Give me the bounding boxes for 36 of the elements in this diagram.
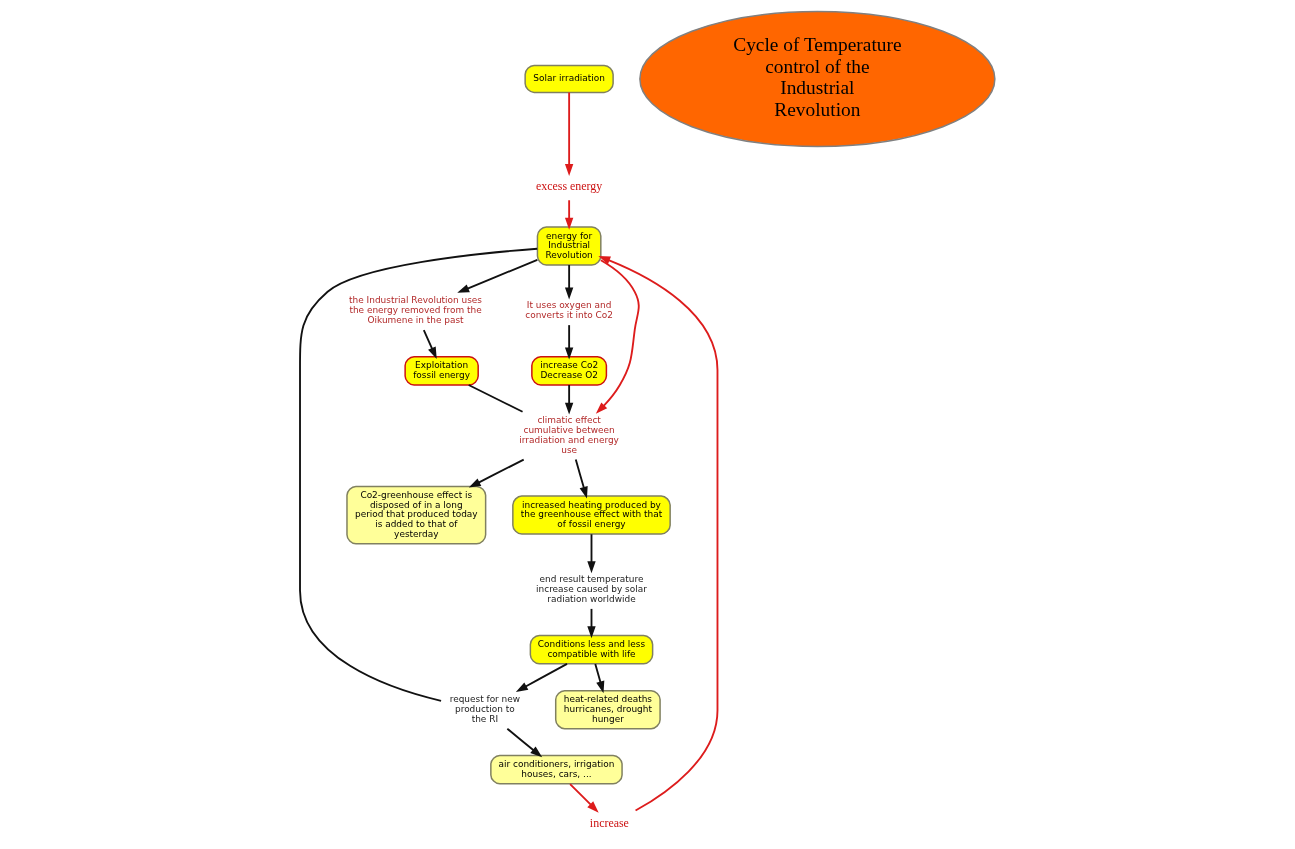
arrow: [574, 458, 588, 499]
arrow: [587, 607, 596, 639]
node-text: climatic effect cumulative between irradiation and energy use: [519, 415, 619, 455]
node-box: heat-related deaths hurricanes, drought hunger: [554, 689, 661, 730]
arrow: [569, 783, 599, 813]
connector: [467, 384, 524, 413]
node-box: energy for Industrial Revolution: [536, 226, 602, 266]
node-text: increase: [589, 815, 629, 830]
node-text: request for new production to the RI: [449, 694, 521, 724]
node-text: the Industrial Revolution uses the energy removed from the Oikumene in the past: [349, 295, 483, 325]
arrow: [598, 256, 719, 812]
node-box: air conditioners, irrigation houses, cars, ...: [490, 754, 623, 785]
node-ellipse: Cycle of Temperature control of the Industrial Revolution: [639, 10, 996, 148]
arrow: [564, 91, 574, 176]
arrow: [422, 329, 437, 360]
arrow: [564, 384, 574, 415]
node-text: It uses oxygen and converts it into Co2: [525, 300, 613, 320]
arrow: [564, 199, 574, 230]
node-box: Solar irradiation: [524, 64, 614, 94]
connector: [299, 247, 539, 702]
arrow: [506, 727, 543, 758]
arrow: [457, 258, 539, 293]
arrow: [595, 259, 640, 414]
arrow: [564, 264, 574, 300]
node-box: increased heating produced by the greenhouse effect with that of fossil energy: [512, 495, 671, 535]
node-box: Co2-greenhouse effect is disposed of in a long period that produced today is added to that of yesterday: [346, 485, 487, 545]
node-box: Exploitation fossil energy: [404, 355, 479, 386]
node-text: excess energy: [536, 178, 603, 193]
arrow: [594, 663, 605, 694]
arrow: [587, 533, 596, 574]
arrow: [468, 458, 525, 488]
arrow: [515, 662, 568, 692]
node-box: Conditions less and less compatible with life: [529, 634, 654, 665]
arrow: [564, 324, 574, 360]
node-box: increase Co2 Decrease O2: [531, 355, 608, 386]
node-text: end result temperature increase caused by solar radiation worldwide: [536, 574, 647, 604]
